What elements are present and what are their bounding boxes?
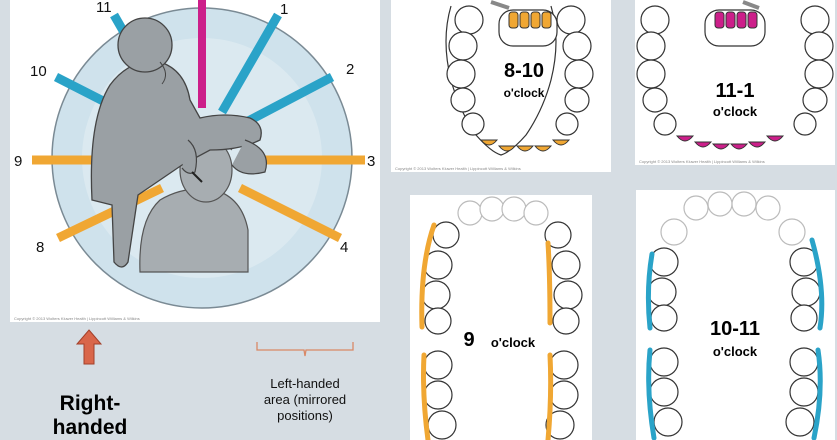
upper-arch-diagram	[445, 0, 594, 156]
right-handed-label: Right-handed	[52, 392, 128, 439]
dentist-figure	[90, 17, 267, 268]
clock-label: 9	[14, 153, 22, 170]
clock-label: 8	[36, 239, 44, 256]
bar-1	[218, 12, 282, 115]
clock-panel: 11 1 2 10 9 3 8 4 Copyright © 2013 Wolte…	[10, 0, 380, 322]
unit-label: o'clock	[503, 86, 545, 100]
clock-label: 11	[96, 0, 112, 16]
clock-label: 1	[280, 1, 288, 18]
upper-arch-diagram	[636, 0, 834, 150]
copyright-text: Copyright © 2013 Wolters Kluwer Health |…	[639, 159, 765, 164]
panel-9: 9 o'clock	[410, 195, 592, 440]
bar-8	[56, 183, 164, 243]
panel-8-10: 8-10 o'clock Copyright © 2013 Wolters Kl…	[391, 0, 611, 172]
clock-labels: 11 1 2 10 9 3 8 4	[14, 0, 375, 256]
unit-label: o'clock	[490, 335, 536, 350]
clock-diagram: 11 1 2 10 9 3 8 4	[14, 0, 375, 309]
bracket-icon	[256, 342, 354, 357]
time-label: 9	[463, 329, 475, 351]
unit-label: o'clock	[712, 344, 758, 359]
left-handed-area-label: Left-handed area (mirrored positions)	[263, 376, 347, 423]
panel-10-11: 10-11 o'clock	[636, 190, 835, 440]
clock-label: 3	[367, 153, 375, 170]
full-arch-diagram	[419, 196, 583, 440]
time-label: 8-10	[503, 60, 545, 82]
bar-4	[237, 183, 343, 243]
time-label: 11-1	[715, 80, 755, 102]
clock-label: 4	[340, 239, 348, 256]
full-arch-diagram	[645, 191, 825, 440]
copyright-text: Copyright © 2013 Wolters Kluwer Health |…	[14, 316, 140, 321]
clock-label: 10	[30, 63, 47, 80]
time-label: 10-11	[709, 318, 761, 340]
panel-11-1: 11-1 o'clock Copyright © 2013 Wolters Kl…	[635, 0, 835, 165]
up-arrow-icon	[75, 329, 103, 365]
clock-label: 2	[346, 61, 354, 78]
copyright-text: Copyright © 2013 Wolters Kluwer Health |…	[395, 166, 521, 171]
unit-label: o'clock	[712, 104, 758, 119]
